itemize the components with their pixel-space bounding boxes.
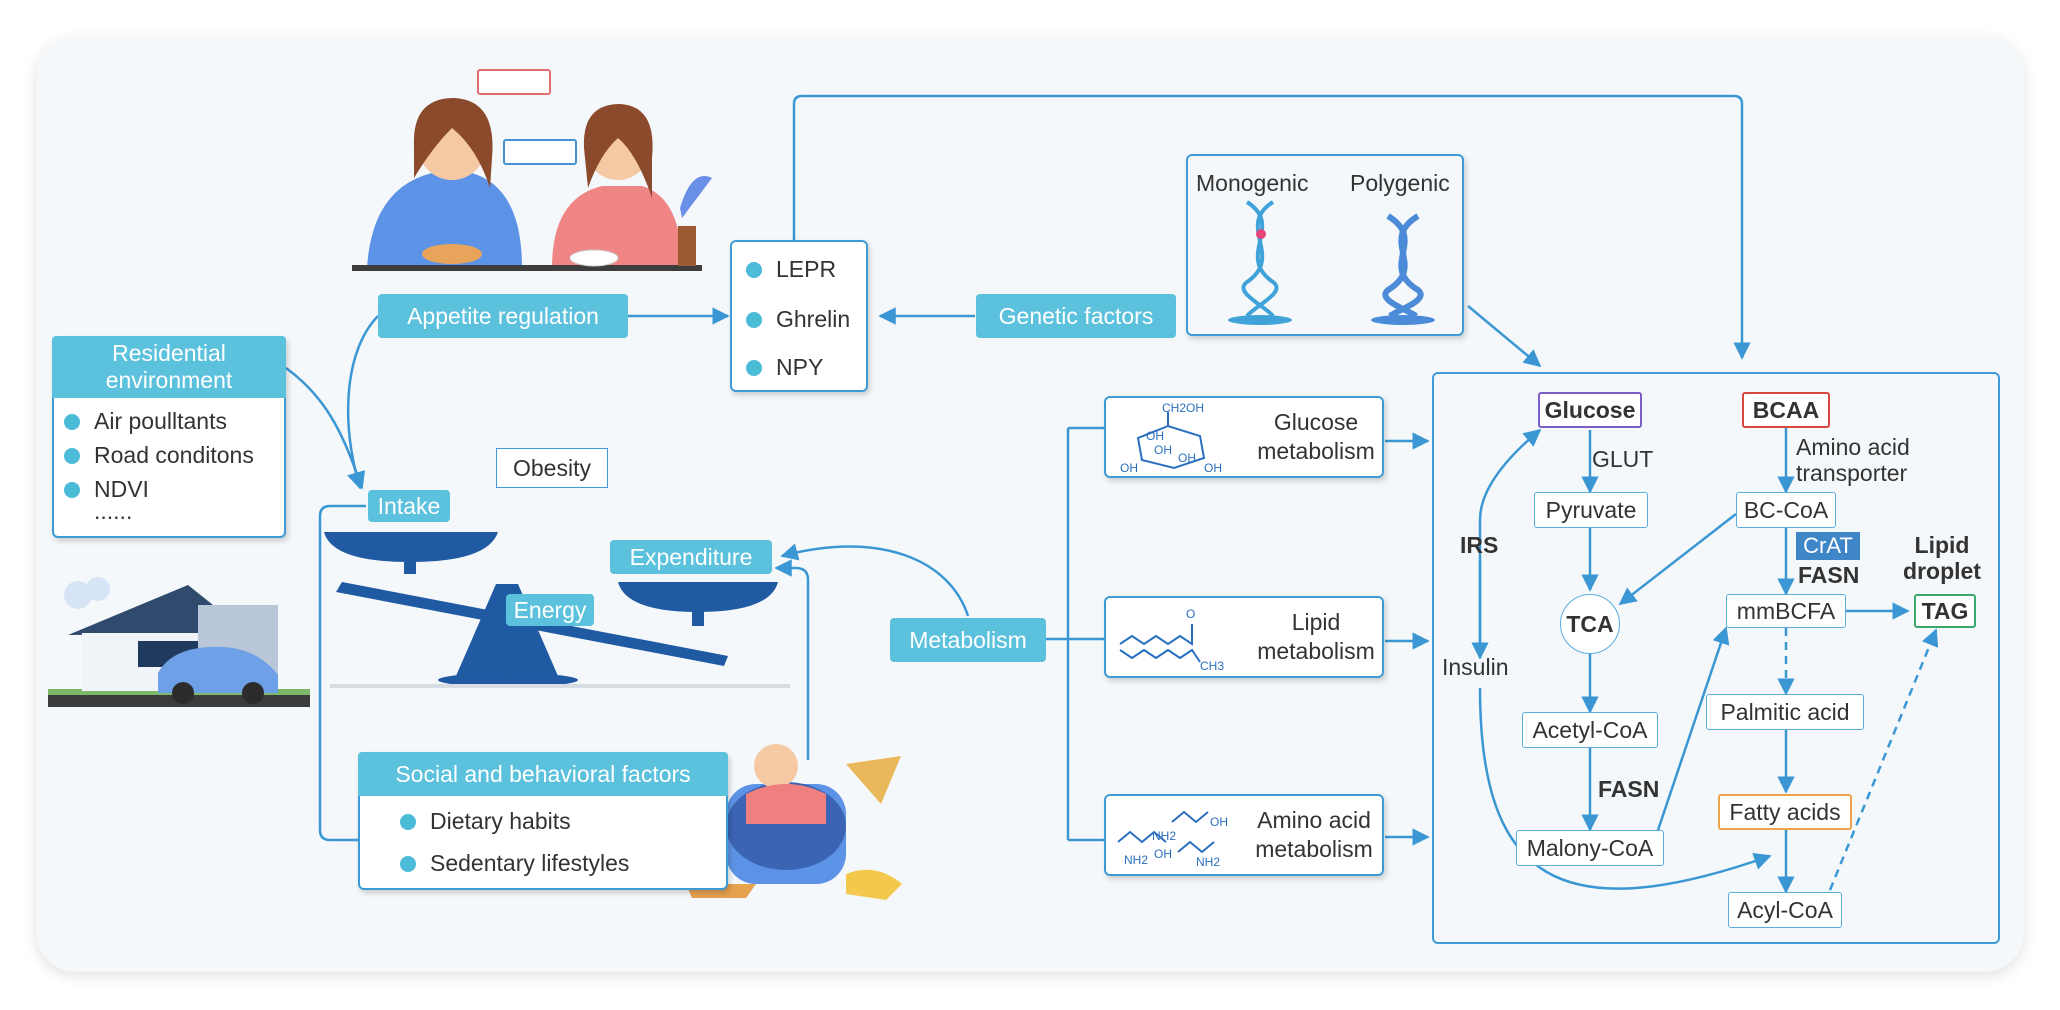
pathway-panel [1432, 372, 2000, 944]
bcaa-node: BCAA [1742, 392, 1830, 428]
energy-label: Energy [506, 594, 594, 626]
bullet-dot [64, 447, 80, 464]
social-behavioral-box: Social and behavioral factors Dietary ha… [358, 752, 728, 890]
nh2-label: NH2 [1196, 855, 1220, 869]
bullet-dot [400, 855, 416, 872]
social-behavioral-title: Social and behavioral factors [358, 752, 728, 796]
house-illustration [48, 577, 310, 707]
social-item-sedentary: Sedentary lifestyles [400, 850, 629, 877]
amino-acid-metabolism-text: Amino acid metabolism [1255, 807, 1373, 862]
people-eating-illustration [352, 69, 712, 271]
ch2oh-label: CH2OH [1162, 402, 1204, 415]
sedentary-person-illustration [686, 744, 902, 900]
glucose-molecule-icon: CH2OH OH OH OH OH OH [1120, 402, 1222, 475]
obesity-label: Obesity [496, 448, 608, 488]
residential-item-more: ...... [94, 498, 133, 524]
bullet-dot [746, 261, 762, 278]
tag-node: TAG [1914, 594, 1976, 628]
genetic-factors-label: Genetic factors [976, 294, 1176, 338]
bullet-dot [64, 413, 80, 430]
residential-environment-title: Residential environment [52, 336, 286, 398]
ch3-label: CH3 [1200, 659, 1224, 673]
polygenic-dna-icon [1371, 213, 1435, 325]
metabolism-label: Metabolism [890, 618, 1046, 662]
bullet-dot [746, 311, 762, 328]
palmitic-acid-node: Palmitic acid [1706, 694, 1864, 730]
bullet-dot [400, 813, 416, 830]
glucose-metabolism-text: Glucose metabolism [1257, 409, 1375, 464]
amino-acid-molecule-icon: NH2 NH2 NH2 OH OH [1117, 810, 1228, 869]
glut-label: GLUT [1592, 446, 1654, 472]
oh-label: OH [1154, 847, 1172, 861]
appetite-factors-box: LEPR Ghrelin NPY [730, 240, 868, 392]
residential-item-ndvi: NDVI [64, 476, 149, 503]
acyl-to-tag-arrow [1828, 628, 1939, 891]
o-label: O [1186, 607, 1195, 621]
factor-lepr: LEPR [746, 256, 836, 283]
factors-to-pathway-arrow [792, 94, 1751, 360]
social-item-dietary: Dietary habits [400, 808, 571, 835]
residential-item-air: Air poulltants [64, 408, 227, 435]
oh-label: OH [1146, 429, 1164, 443]
polygenic-label: Polygenic [1350, 170, 1450, 196]
bullet-dot [746, 359, 762, 376]
amino-acid-metabolism-box: NH2 NH2 NH2 OH OH Amino acid metabolism [1104, 794, 1384, 876]
lipid-metabolism-text: Lipid metabolism [1257, 609, 1375, 664]
oh-label: OH [1178, 451, 1196, 465]
metabolism-branch-line [1045, 426, 1104, 842]
oh-label: OH [1154, 443, 1172, 457]
insulin-to-fatty-arrow [1478, 687, 1772, 890]
irs-to-glucose-arrow [1478, 428, 1542, 646]
monogenic-label: Monogenic [1196, 170, 1309, 196]
oh-label: OH [1204, 461, 1222, 475]
glucose-node: Glucose [1538, 392, 1642, 428]
monogenic-dna-icon [1228, 200, 1292, 325]
nh2-label: NH2 [1152, 829, 1176, 843]
intake-label: Intake [368, 490, 450, 522]
malony-coa-node: Malony-CoA [1516, 830, 1664, 866]
intake-loop-line [318, 504, 366, 842]
metabolism-to-expenditure-arrow [780, 543, 970, 617]
glucose-metabolism-box: CH2OH OH OH OH OH OH Glucose metabolism [1104, 396, 1384, 478]
fasn-label-right: FASN [1798, 562, 1860, 588]
oh-label: OH [1210, 815, 1228, 829]
oh-label: OH [1120, 461, 1138, 475]
tca-node: TCA [1560, 594, 1620, 654]
lipid-metabolism-box: O CH3 Lipid metabolism [1104, 596, 1384, 678]
expenditure-label: Expenditure [610, 540, 772, 574]
factor-npy: NPY [746, 354, 823, 381]
fasn-label-left: FASN [1598, 776, 1660, 802]
appetite-regulation-label: Appetite regulation [378, 294, 628, 338]
genes-to-pathway-arrow [1467, 305, 1542, 368]
malony-to-mmbcfa-arrow [1654, 626, 1730, 837]
insulin-label: Insulin [1442, 654, 1509, 680]
genetics-box: Monogenic Polygenic [1186, 154, 1464, 336]
residential-environment-box: Residential environment Air poulltants R… [52, 336, 286, 538]
mmbcfa-node: mmBCFA [1726, 594, 1846, 628]
irs-label: IRS [1460, 532, 1499, 558]
appetite-to-intake-arrow [347, 315, 379, 490]
lipid-droplet-label: Lipid droplet [1903, 532, 1981, 584]
nh2-label: NH2 [1124, 853, 1148, 867]
bccoa-to-tca-arrow [1618, 513, 1737, 606]
fatty-acids-node: Fatty acids [1718, 794, 1852, 830]
acyl-coa-node: Acyl-CoA [1728, 892, 1842, 928]
amino-acid-transporter-label: Amino acid transporter [1796, 434, 1910, 486]
social-to-expenditure-arrow [774, 559, 810, 760]
factor-ghrelin: Ghrelin [746, 306, 850, 333]
crat-label: CrAT [1796, 532, 1860, 560]
bc-coa-node: BC-CoA [1736, 492, 1836, 528]
pyruvate-node: Pyruvate [1534, 492, 1648, 528]
acetyl-coa-node: Acetyl-CoA [1522, 712, 1658, 748]
bullet-dot [64, 481, 80, 498]
lipid-molecule-icon: O CH3 [1119, 607, 1224, 673]
residential-item-road: Road conditons [64, 442, 254, 469]
